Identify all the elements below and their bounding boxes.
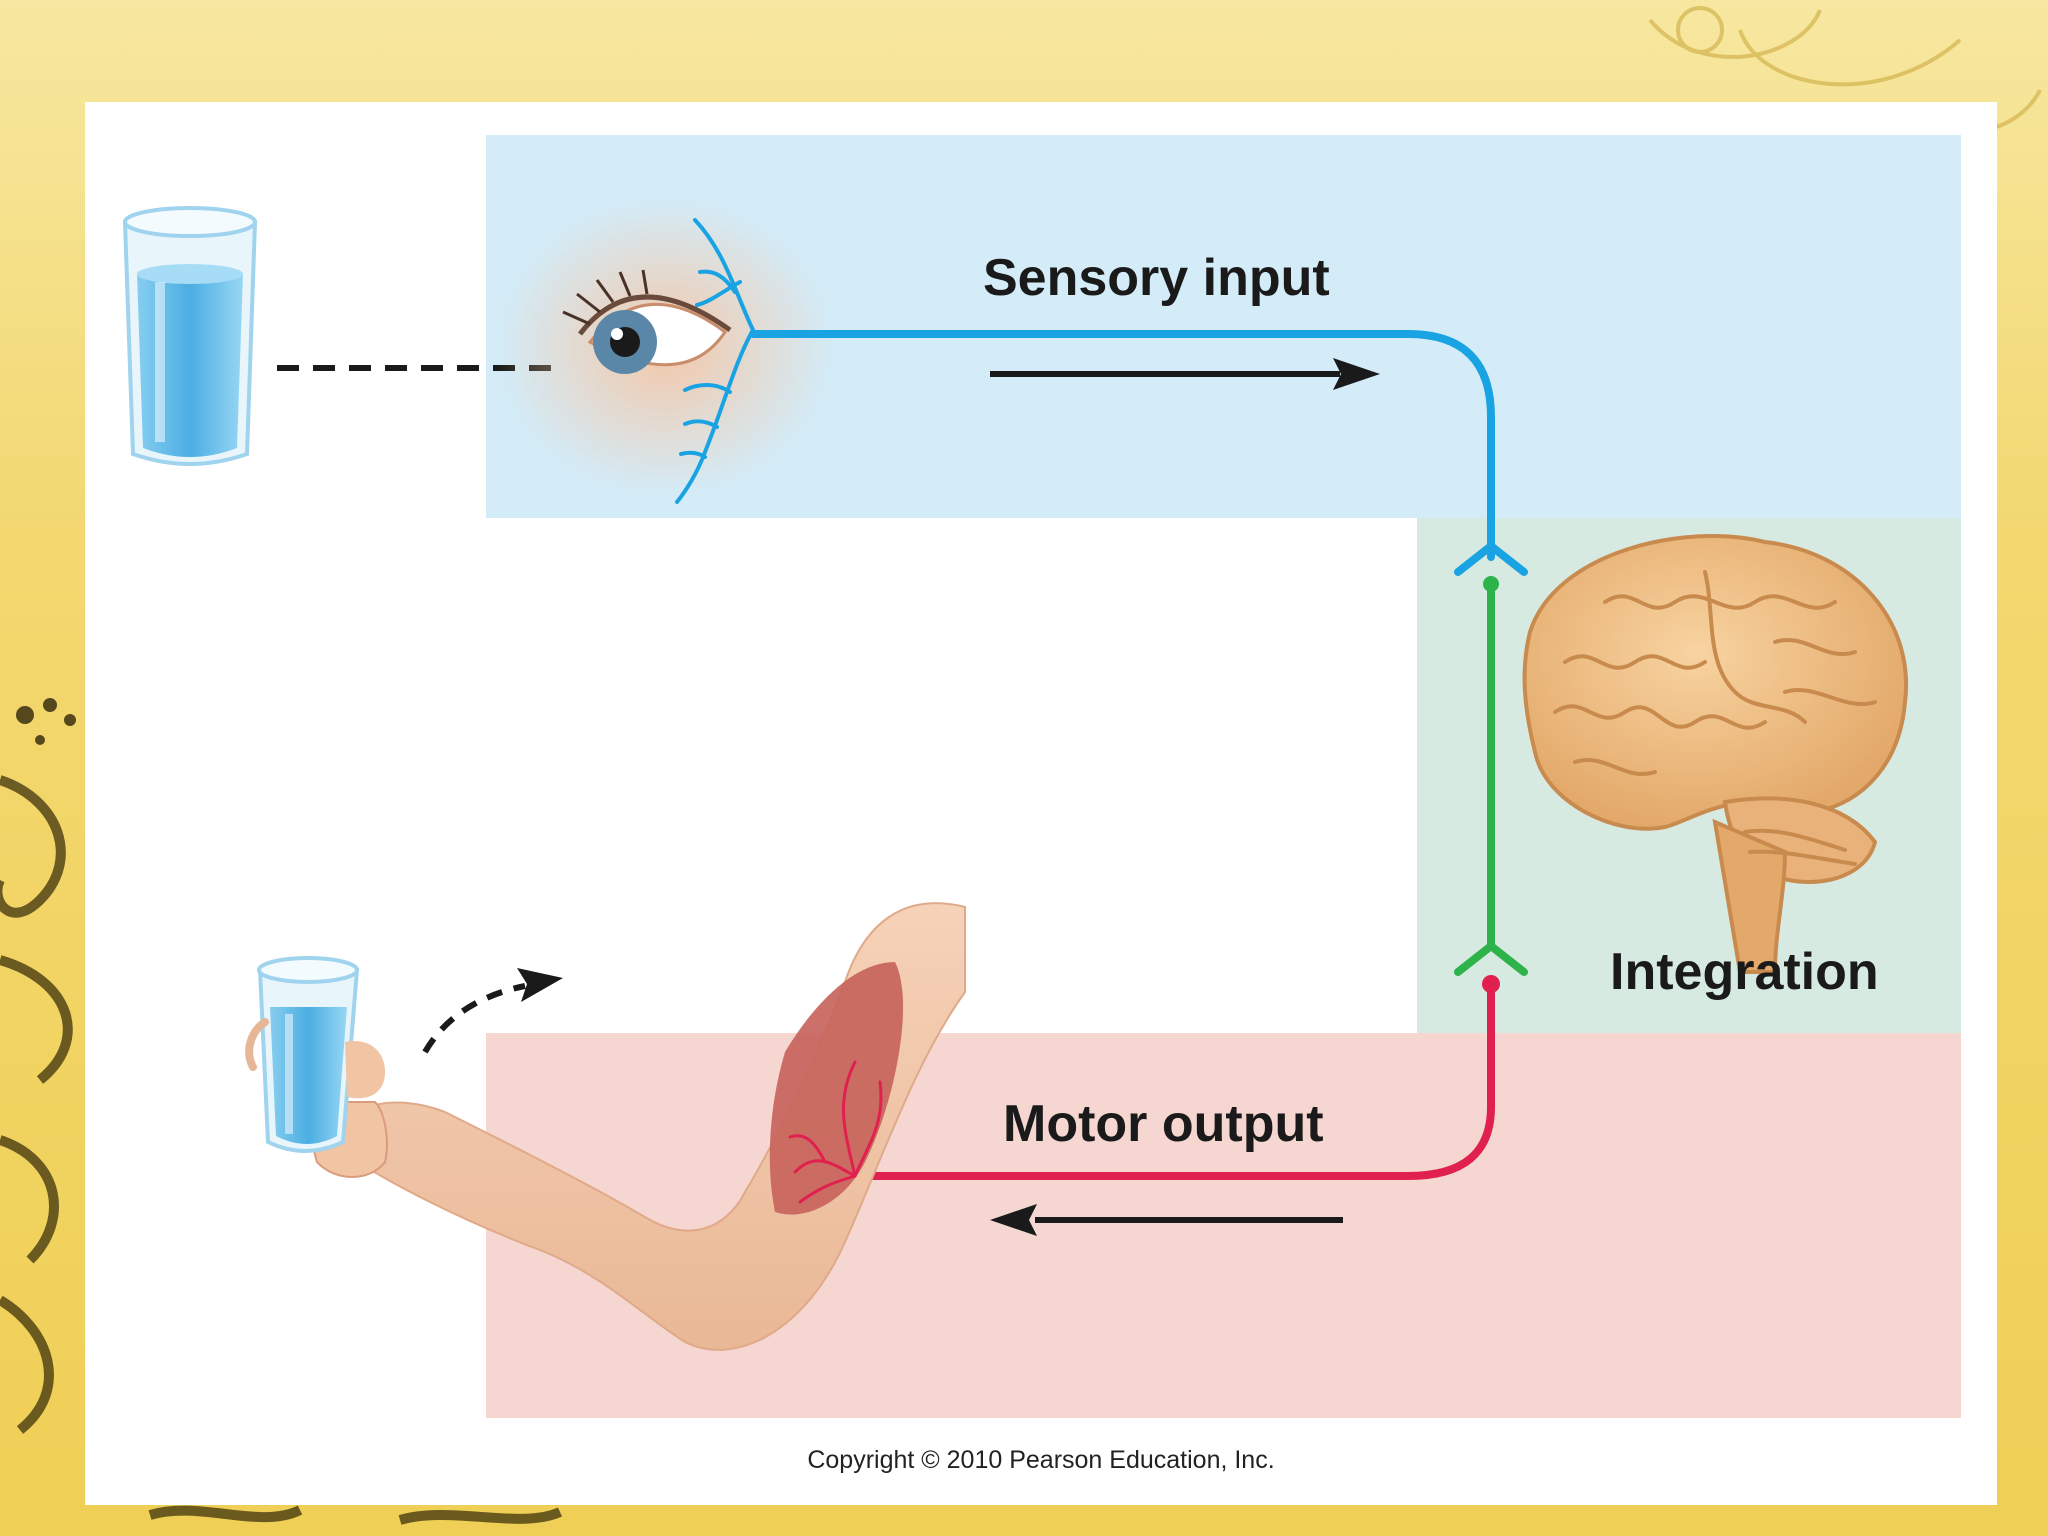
brain-icon	[1522, 534, 1909, 974]
nervous-system-diagram	[122, 135, 1961, 1418]
integration-synapse	[1454, 942, 1528, 976]
sensory-input-label: Sensory input	[983, 249, 1330, 307]
motor-output-label: Motor output	[1003, 1095, 1324, 1153]
sensory-nerve-path	[749, 330, 1495, 561]
lift-motion-arrow	[422, 968, 563, 1054]
motor-panel	[486, 1033, 1961, 1418]
eye-icon	[495, 197, 835, 497]
sensory-nerve-endings	[675, 218, 755, 504]
diagram-card: Sensory input Motor output Integration C…	[85, 102, 1997, 1505]
motor-direction-arrow	[990, 1204, 1343, 1236]
copyright-notice: Copyright © 2010 Pearson Education, Inc.	[807, 1446, 1275, 1474]
water-glass-icon	[122, 206, 258, 466]
integration-label: Integration	[1610, 943, 1879, 1001]
held-water-glass-icon	[245, 956, 385, 1153]
sensory-direction-arrow	[990, 358, 1380, 390]
motor-nerve-path	[851, 980, 1495, 1180]
sensory-synapse	[1454, 542, 1528, 576]
